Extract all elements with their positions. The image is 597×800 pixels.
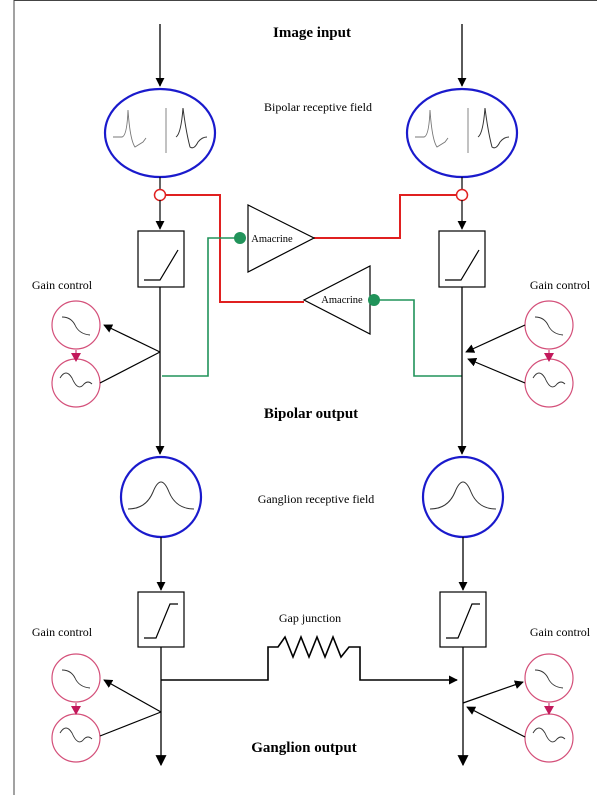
inhibitory-path-amacrine-top-to-right: [314, 194, 456, 239]
gain-control-label-bottom-left: Gain control: [32, 625, 93, 639]
gain-control-bottom-right: [462, 653, 574, 763]
gain-nonlinearity-icon: [51, 358, 101, 408]
gain-control-top-left: [51, 300, 161, 408]
excitatory-path-right-to-amacrine-bottom: [374, 299, 462, 377]
gain-filter-icon: [51, 300, 101, 350]
gain-filter-icon: [524, 300, 574, 350]
gain-nonlinearity-icon: [524, 358, 574, 408]
amacrine-top-input-dot: [234, 232, 246, 244]
ganglion-receptive-field-right: [421, 455, 505, 539]
gain-control-top-right: [465, 300, 574, 408]
image-input-label: Image input: [273, 25, 351, 41]
gap-junction-resistor: [161, 634, 458, 685]
amacrine-cell-top: Amacrine: [247, 204, 316, 273]
gain-nonlinearity-icon: [524, 713, 574, 763]
amacrine-cell-bottom: Amacrine: [302, 265, 371, 335]
ganglion-rf-label: Ganglion receptive field: [258, 492, 375, 506]
amacrine-top-label: Amacrine: [251, 234, 293, 245]
gain-nonlinearity-icon: [51, 713, 101, 763]
bipolar-nonlinearity-left: [137, 230, 185, 288]
gain-filter-icon: [51, 653, 101, 703]
ganglion-receptive-field-left: [119, 455, 203, 539]
inhibitory-junction-right: [455, 188, 469, 202]
gain-control-label-top-left: Gain control: [32, 278, 93, 292]
inhibitory-junction-left: [153, 188, 167, 202]
amacrine-bottom-input-dot: [368, 294, 380, 306]
ganglion-nonlinearity-right: [439, 591, 487, 648]
ganglion-output-label: Ganglion output: [251, 740, 356, 756]
bipolar-receptive-field-right: [405, 87, 519, 179]
gain-filter-icon: [524, 653, 574, 703]
ganglion-nonlinearity-left: [137, 591, 185, 648]
amacrine-bottom-label: Amacrine: [321, 295, 363, 306]
gap-junction-label: Gap junction: [279, 611, 341, 625]
gain-control-bottom-left: [51, 653, 162, 763]
excitatory-path-left-to-amacrine-top: [162, 237, 240, 377]
bipolar-receptive-field-left: [103, 87, 217, 179]
bipolar-rf-label: Bipolar receptive field: [264, 100, 372, 114]
inhibitory-path-left-to-amacrine-bottom: [166, 194, 304, 303]
bipolar-nonlinearity-right: [438, 230, 486, 288]
bipolar-output-label: Bipolar output: [264, 406, 358, 422]
gain-control-label-bottom-right: Gain control: [530, 625, 591, 639]
gain-control-label-top-right: Gain control: [530, 278, 591, 292]
